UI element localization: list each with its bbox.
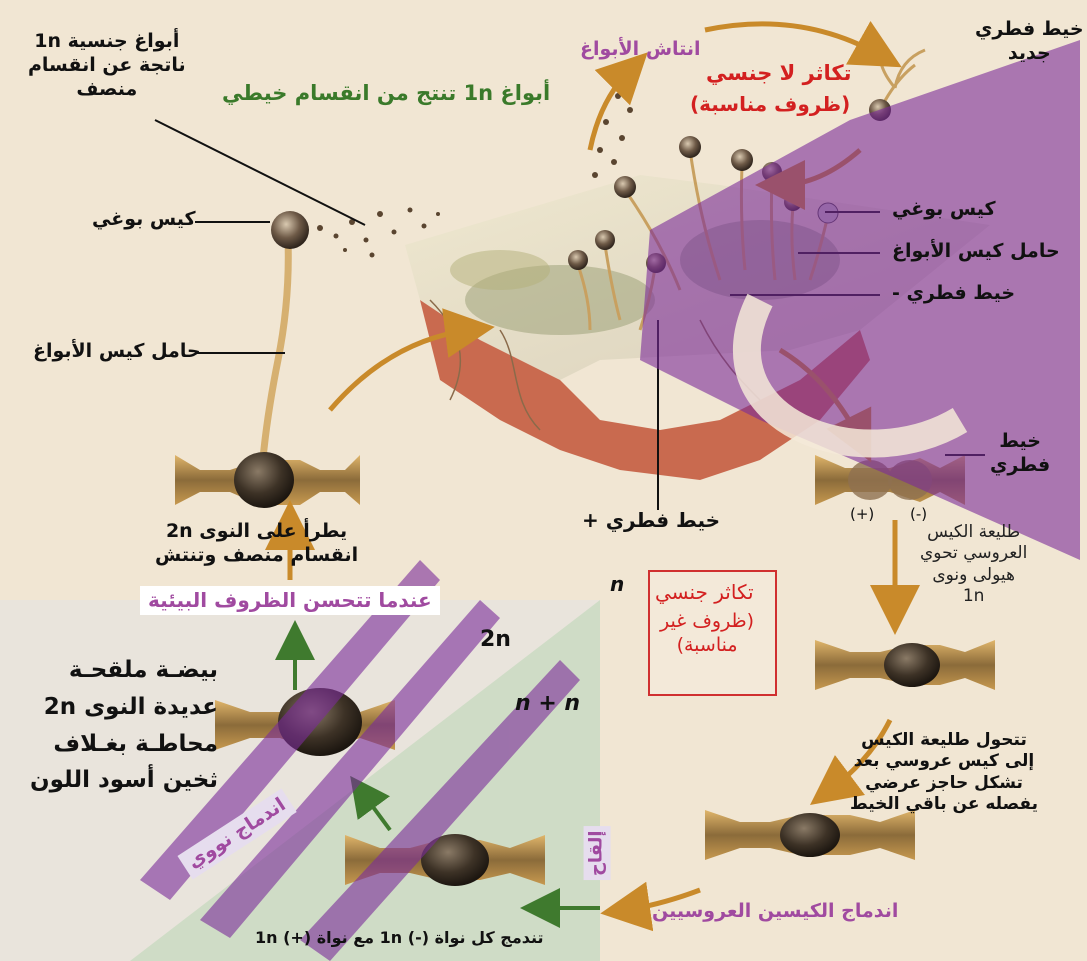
gametangium-right-3 bbox=[705, 810, 915, 860]
left-sporangium-illustration bbox=[262, 211, 309, 470]
gametangium-right-2 bbox=[815, 640, 995, 690]
label-spores-mitosis: أبواغ 1n تنتج من انقسام خيطي bbox=[222, 80, 550, 106]
label-hypha-plus: خيط فطري + bbox=[582, 508, 720, 533]
label-2n: 2n bbox=[480, 626, 511, 654]
label-plus-sign: (+) bbox=[850, 505, 874, 524]
label-gametangia-fusion: اندماج الكيسين العروسيين bbox=[652, 900, 898, 924]
label-hypha-right: خيط فطري bbox=[990, 430, 1050, 478]
label-when-conditions-improve: عندما تتحسن الظروف البيئية bbox=[140, 586, 440, 615]
label-sporangiophore-right: حامل كيس الأبواغ bbox=[892, 240, 1060, 264]
label-sexual-conditions: (ظروف غير مناسبة) bbox=[660, 610, 754, 658]
label-fertilization: إلقاح bbox=[584, 826, 611, 880]
label-zygote-description: بيضـة ملقحـة عديدة النوى 2n محاطـة بغـلا… bbox=[30, 652, 218, 799]
label-asexual-title: تكاثر لا جنسي bbox=[706, 60, 852, 86]
label-spores-meiosis: أبواغ جنسية 1n ناتجة عن انقسام منصف bbox=[28, 30, 186, 101]
gametangium-left-top bbox=[175, 452, 360, 508]
label-n-plus-n: n + n bbox=[515, 690, 580, 718]
label-sporangium-right: كيس بوغي bbox=[892, 198, 996, 222]
label-spore-release: انتاش الأبواغ bbox=[580, 38, 701, 62]
label-progametangium: طليعة الكيس العروسي تحوي هيولى ونوى 1n bbox=[920, 522, 1027, 607]
label-nuclei-fuse: تندمج كل نواة (-) 1n مع نواة (+) 1n bbox=[255, 928, 544, 948]
label-meiosis-germinate: يطرأ على النوى 2n انقسام منصف وتنتش bbox=[155, 520, 358, 568]
label-minus-sign: (-) bbox=[910, 505, 927, 524]
label-sporangium-left: كيس بوغي bbox=[92, 208, 196, 232]
label-gametangium-description: تتحول طليعة الكيس إلى كيس عروسي بعد تشكل… bbox=[850, 730, 1038, 815]
label-sporangiophore-left: حامل كيس الأبواغ bbox=[33, 340, 201, 364]
label-asexual-conditions: (ظروف مناسبة) bbox=[690, 92, 850, 117]
label-new-hypha: خيط فطري جديد bbox=[975, 18, 1084, 66]
label-n: n bbox=[610, 572, 624, 597]
label-hypha-minus: خيط فطري - bbox=[892, 282, 1015, 306]
label-sexual-title: تكاثر جنسي bbox=[655, 580, 754, 605]
